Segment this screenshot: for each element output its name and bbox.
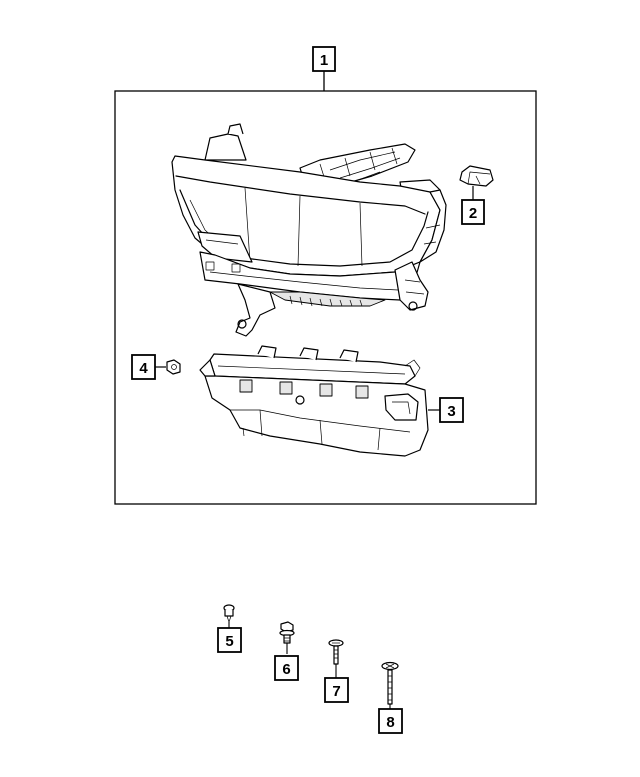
part-8-screw [381,661,399,705]
callout-7-label: 7 [332,683,340,700]
part-4-nut [166,359,181,375]
assembly-frame [114,90,537,505]
part-5-screw [223,604,235,623]
callout-8[interactable]: 8 [378,708,403,734]
callout-2[interactable]: 2 [461,199,485,225]
callout-4[interactable]: 4 [131,354,156,380]
part-2-clip [459,165,494,187]
callout-6[interactable]: 6 [274,655,299,681]
part-3-bracket [199,345,429,457]
callout-1[interactable]: 1 [312,46,336,72]
part-6-bolt [279,621,295,644]
headlamp-assembly [171,123,447,337]
callout-5-label: 5 [225,633,233,650]
part-7-screw [328,639,344,665]
callout-5[interactable]: 5 [217,627,242,653]
callout-7[interactable]: 7 [324,677,349,703]
callout-4-label: 4 [139,360,148,377]
callout-1-label: 1 [320,52,328,69]
callout-3[interactable]: 3 [439,397,464,423]
callout-2-label: 2 [469,205,477,222]
callout-8-label: 8 [386,714,394,731]
callout-6-label: 6 [282,661,290,678]
callout-3-label: 3 [447,403,455,420]
